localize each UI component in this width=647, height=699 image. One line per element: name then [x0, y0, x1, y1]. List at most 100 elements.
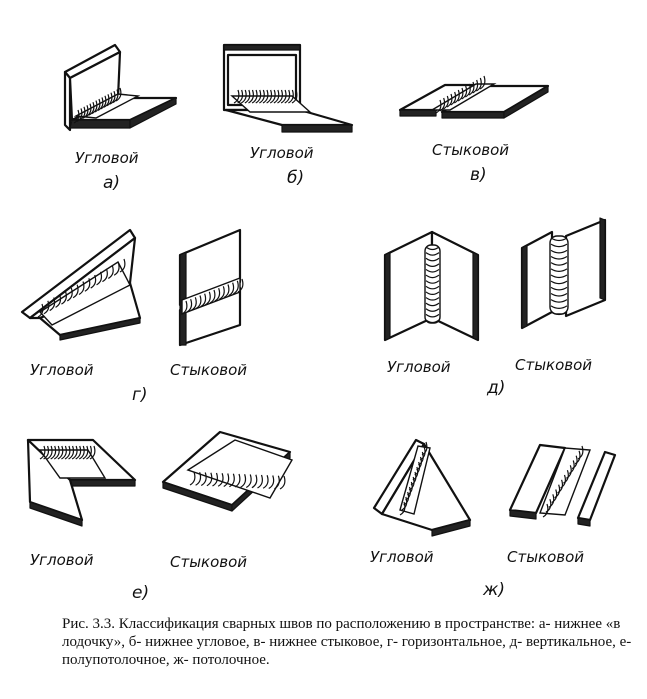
weld-ripple — [106, 92, 113, 107]
figure-zh1-drawing — [372, 438, 472, 537]
weld-ripple — [73, 109, 80, 124]
weld-ripple — [205, 291, 211, 306]
weld-ripple — [425, 319, 440, 324]
weld-ripple — [416, 456, 422, 471]
weld-ripple — [191, 297, 197, 311]
weld-ripple — [425, 313, 440, 318]
weld-ripple — [234, 473, 241, 488]
weld-ripple — [82, 105, 89, 119]
figure-v-drawing — [398, 75, 550, 119]
weld-ripple — [96, 271, 103, 286]
weld-ripple — [72, 284, 79, 299]
weld-ripple — [244, 89, 251, 104]
weld-ripple — [78, 445, 85, 460]
figure-d2-drawing — [520, 217, 607, 330]
weld-ripple — [112, 89, 119, 104]
weld-ripple — [425, 285, 440, 290]
figure-e2-drawing — [161, 430, 294, 512]
weld-ripple — [439, 97, 446, 112]
weld-ripple — [55, 294, 62, 308]
weld-ripple — [50, 445, 57, 460]
weld-ripple — [418, 451, 424, 466]
weld-ripple — [259, 89, 265, 104]
weld-ripple — [257, 474, 263, 489]
weld-ripple — [43, 300, 50, 315]
weld-ripple — [407, 481, 413, 496]
weld-ripple — [550, 292, 568, 297]
weld-ripple — [414, 461, 421, 476]
weld-ripple — [577, 445, 584, 460]
weld-ripple — [405, 486, 411, 501]
figure-d1-label: Угловой — [387, 358, 451, 376]
weld-ripple — [37, 303, 44, 318]
weld-ripple — [277, 89, 283, 104]
weld-ripple — [245, 474, 252, 489]
weld-ripple — [102, 268, 108, 283]
weld-ripple — [425, 302, 440, 307]
weld-ripple — [403, 491, 410, 506]
weld-ripple — [461, 85, 468, 100]
weld-ripple — [425, 246, 440, 251]
weld-ripple — [465, 83, 471, 98]
weld-ripple — [262, 89, 269, 104]
weld-ripple — [425, 252, 440, 256]
weld-ripple — [43, 445, 50, 460]
weld-ripple — [425, 297, 440, 301]
weld-ripple — [97, 97, 104, 111]
weld-ripple — [454, 89, 460, 104]
weld-ripple — [113, 262, 120, 276]
weld-ripple — [94, 98, 101, 113]
weld-ripple — [421, 441, 428, 456]
weld-ripple — [476, 77, 482, 92]
weld-ripple — [550, 243, 568, 248]
weld-ripple — [209, 289, 216, 304]
weld-ripple — [550, 262, 568, 266]
weld-ripple — [237, 278, 244, 293]
weld-ripple — [46, 445, 53, 460]
weld-ripple — [425, 291, 440, 296]
weld-ripple — [425, 280, 440, 284]
weld-ripple — [251, 474, 258, 489]
weld-ripple — [280, 89, 287, 104]
weld-ripple — [240, 474, 247, 488]
weld-ripple — [223, 473, 230, 488]
weld-ripple — [53, 445, 60, 460]
weld-ripple — [66, 287, 73, 302]
weld-ripple — [49, 297, 56, 312]
figure-e2-label: Стыковой — [170, 553, 247, 571]
weld-ripple — [103, 94, 110, 108]
weld-ripple — [78, 281, 85, 296]
weld-ripple — [76, 108, 83, 122]
weld-ripple — [450, 91, 457, 106]
weld-ripple — [412, 466, 419, 481]
figure-e1-label: Угловой — [30, 551, 94, 569]
weld-ripple — [425, 263, 440, 267]
figure-zh1-label: Угловой — [370, 548, 434, 566]
weld-ripple — [75, 445, 82, 460]
weld-ripple — [399, 501, 406, 516]
figure-e1-drawing — [26, 438, 137, 527]
weld-ripple — [181, 300, 188, 315]
figure-g1-drawing — [20, 228, 142, 341]
weld-ripple — [408, 476, 415, 491]
weld-ripple — [214, 287, 221, 302]
weld-ripple — [550, 311, 568, 316]
weld-ripple — [468, 81, 475, 96]
weld-ripple — [550, 299, 568, 303]
weld-ripple — [79, 106, 86, 121]
weld-ripple — [279, 475, 286, 490]
weld-ripple — [446, 93, 453, 108]
weld-ripple — [68, 445, 75, 460]
figure-zh-letter: ж) — [482, 580, 505, 600]
figure-g2-label: Стыковой — [170, 361, 247, 379]
weld-ripple — [443, 95, 449, 110]
weld-ripple — [206, 472, 213, 487]
weld-ripple — [186, 298, 193, 313]
weld-ripple — [274, 475, 280, 490]
weld-ripple — [291, 89, 298, 104]
weld-ripple — [84, 278, 91, 292]
weld-ripple — [240, 89, 247, 104]
weld-ripple — [189, 471, 196, 486]
weld-ripple — [86, 445, 92, 460]
figure-caption: Рис. 3.3. Классификация сварных швов по … — [62, 616, 632, 668]
